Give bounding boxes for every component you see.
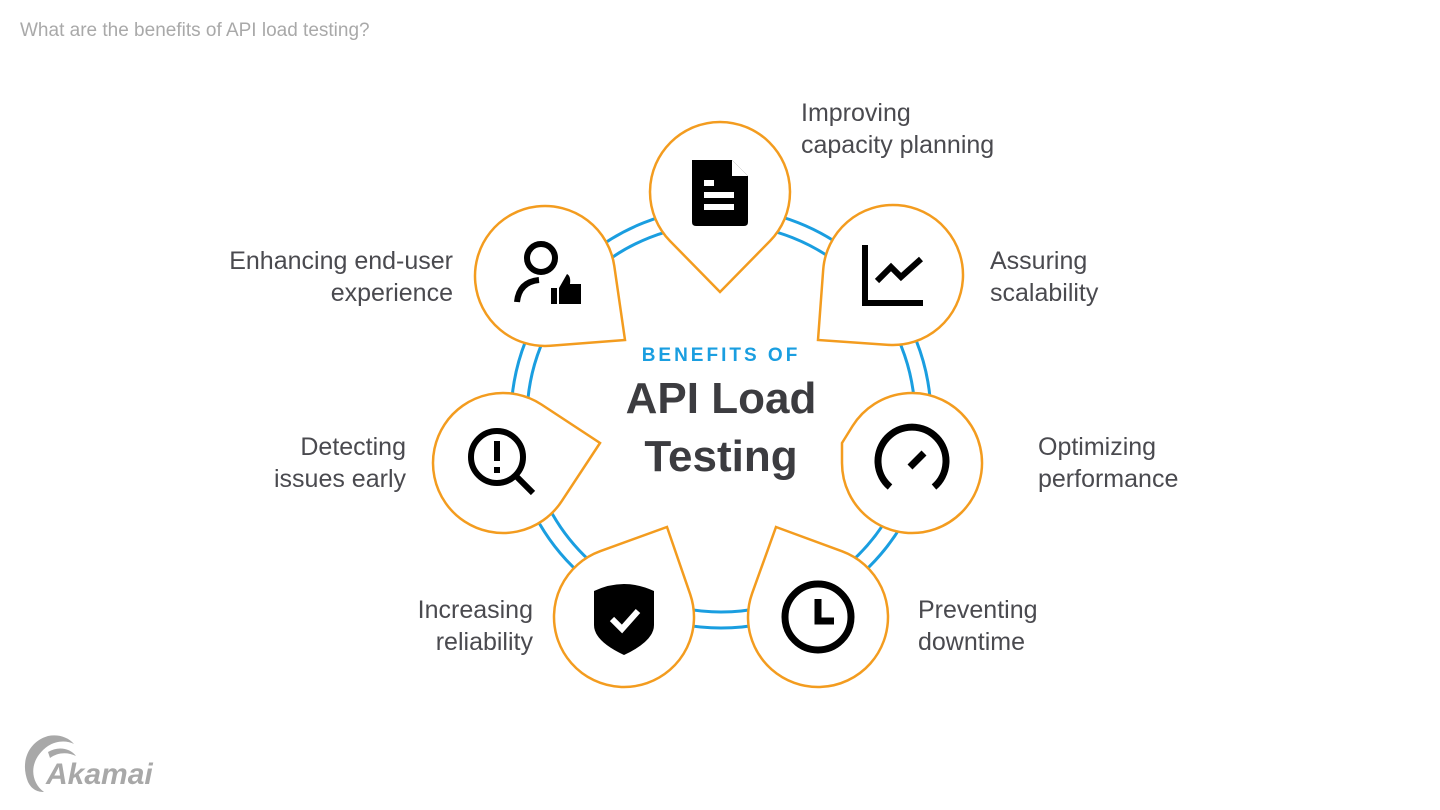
benefit-pin (431, 391, 602, 535)
benefit-pin (648, 120, 792, 294)
shield-check-icon (594, 584, 654, 655)
document-icon (692, 160, 748, 226)
center-title: BENEFITS OF API Load Testing (571, 345, 871, 483)
benefit-pin (746, 525, 890, 689)
benefit-pin (552, 525, 696, 689)
benefit-pin (840, 391, 984, 535)
akamai-logo: Akamai (24, 735, 153, 792)
user-thumbs-up-icon (514, 241, 581, 304)
center-subtitle: BENEFITS OF (641, 345, 801, 366)
logo-text: Akamai (45, 758, 153, 791)
question-heading: What are the benefits of API load testin… (20, 20, 370, 41)
search-alert-icon (468, 428, 536, 496)
clock-icon (781, 580, 855, 654)
center-title-line2: Testing (644, 432, 798, 481)
benefit-pin (816, 203, 965, 347)
line-chart-icon (862, 245, 924, 306)
center-title-line1: API Load (625, 374, 817, 423)
speedometer-icon (874, 423, 950, 490)
benefit-pin (473, 204, 627, 348)
